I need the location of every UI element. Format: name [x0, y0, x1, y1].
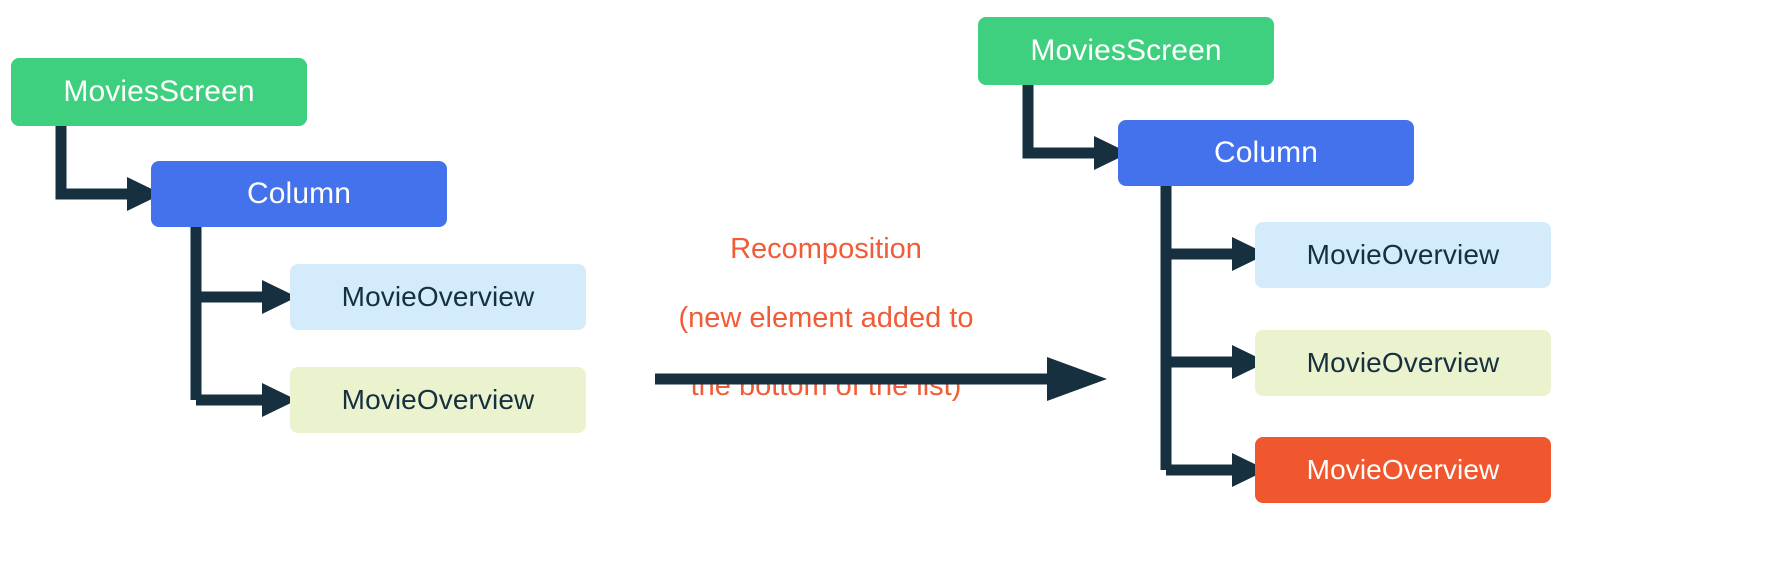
node-label: MovieOverview [1306, 347, 1500, 378]
node-movieoverview-after-2[interactable]: MovieOverview [1255, 330, 1551, 396]
node-moviesscreen-before[interactable]: MoviesScreen [11, 58, 307, 126]
node-label: MovieOverview [341, 281, 535, 312]
branch-arrows-icon [190, 227, 297, 417]
node-column-before[interactable]: Column [151, 161, 447, 227]
connector-column-children-before [190, 227, 300, 417]
node-label: MovieOverview [341, 384, 535, 415]
connector-column-children-after [1160, 186, 1270, 487]
elbow-arrow-icon [1022, 85, 1129, 170]
node-label: MovieOverview [1306, 454, 1500, 485]
node-label: Column [1214, 136, 1318, 169]
transition-arrow [655, 355, 1115, 403]
node-label: Column [247, 177, 351, 210]
branch-arrows-icon [1160, 186, 1267, 487]
node-column-after[interactable]: Column [1118, 120, 1414, 186]
elbow-arrow-icon [55, 126, 162, 211]
node-label: MovieOverview [1306, 239, 1500, 270]
node-label: MoviesScreen [63, 75, 255, 108]
right-arrow-icon [655, 357, 1107, 401]
connector-screen-to-column-before [55, 126, 162, 211]
node-movieoverview-before-2[interactable]: MovieOverview [290, 367, 586, 433]
node-movieoverview-before-1[interactable]: MovieOverview [290, 264, 586, 330]
connector-screen-to-column-after [1022, 85, 1129, 170]
node-movieoverview-after-1[interactable]: MovieOverview [1255, 222, 1551, 288]
recomposition-label-line1: Recomposition [730, 233, 922, 266]
node-label: MoviesScreen [1030, 34, 1222, 67]
node-moviesscreen-after[interactable]: MoviesScreen [978, 17, 1274, 85]
recomposition-label-line2: (new element added to [678, 301, 974, 334]
node-movieoverview-after-3[interactable]: MovieOverview [1255, 437, 1551, 503]
